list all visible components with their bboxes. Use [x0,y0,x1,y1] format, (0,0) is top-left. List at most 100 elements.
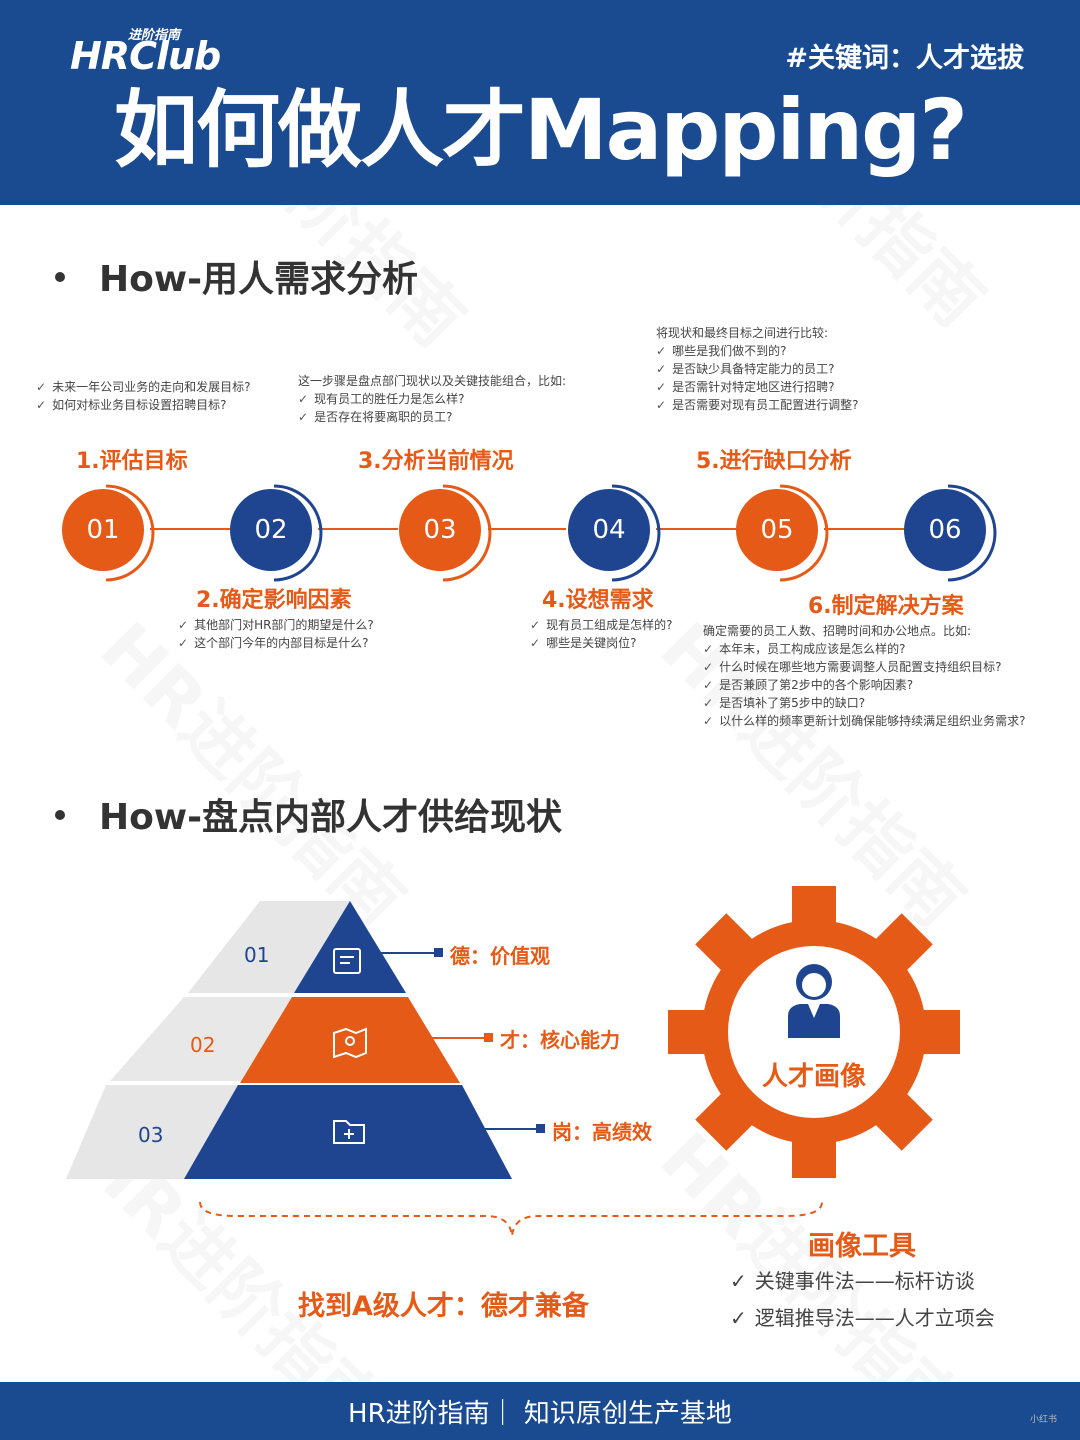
keyword-tag: #关键词：人才选拔 [785,43,1024,74]
leader-line [370,952,440,954]
step-number: 04 [568,489,650,571]
note-item: ✓哪些是关键岗位? [530,636,637,650]
step-connector [656,528,736,530]
note-item: ✓是否兼顾了第2步中的各个影响因素? [703,678,914,692]
pyramid-num-02: 02 [190,1033,216,1057]
check-icon: ✓ [656,380,667,394]
page-title: 如何做人才Mapping? [114,81,968,179]
check-icon: ✓ [298,392,309,406]
check-icon: ✓ [178,636,189,650]
note-item: ✓是否填补了第5步中的缺口? [703,696,866,710]
note-item: ✓哪些是我们做不到的? [656,344,787,358]
check-icon: ✓ [298,410,309,424]
note-item: ✓如何对标业务目标设置招聘目标? [36,398,227,412]
talent-pyramid [66,901,512,1179]
corner-watermark: 小红书 [1030,1415,1058,1425]
check-icon: ✓ [656,398,667,412]
pyramid-label-03: 岗：高绩效 [552,1120,652,1144]
step-ring [947,484,997,582]
step-label-04: 4.设想需求 [542,588,654,613]
section-title-text: How-盘点内部人才供给现状 [99,797,563,838]
check-icon: ✓ [703,678,714,692]
step-circle-04: 04 [562,483,662,583]
gear-label: 人才画像 [762,1062,867,1092]
note-item: ✓是否存在将要离职的员工? [298,410,453,424]
tool-item: ✓关键事件法——标杆访谈 [730,1269,975,1293]
check-icon: ✓ [656,362,667,376]
pyramid-label-01: 德：价值观 [450,944,550,968]
step-number: 05 [736,489,818,571]
check-icon: ✓ [36,398,47,412]
check-icon: ✓ [656,344,667,358]
leader-marker [536,1124,545,1133]
step-label-05: 5.进行缺口分析 [696,449,852,474]
leader-line [418,1037,490,1039]
section-title-supply: How-盘点内部人才供给现状 [55,788,562,840]
step-number: 02 [230,489,312,571]
step-connector [150,528,230,530]
check-icon: ✓ [703,714,714,728]
check-icon: ✓ [703,642,714,656]
note-item: ✓什么时候在哪些地方需要调整人员配置支持组织目标? [703,660,1002,674]
map-scroll-icon [333,948,361,974]
note-item: ✓现有员工组成是怎样的? [530,618,673,632]
check-icon: ✓ [703,696,714,710]
leader-line [470,1128,542,1130]
step-circle-03: 03 [393,483,493,583]
note-item: ✓是否需针对特定地区进行招聘? [656,380,835,394]
step-label-03: 3.分析当前情况 [358,449,514,474]
footer-banner: HR进阶指南｜ 知识原创生产基地 [0,1382,1080,1440]
note-item: ✓现有员工的胜任力是怎么样? [298,392,465,406]
check-icon: ✓ [530,618,541,632]
folder-plus-icon [333,1120,365,1144]
step-label-06: 6.制定解决方案 [808,594,964,619]
step-number: 06 [904,489,986,571]
step-circle-06: 06 [898,483,998,583]
note-item: ✓是否缺少具备特定能力的员工? [656,362,835,376]
gear-icon [668,886,960,1178]
check-icon: ✓ [530,636,541,650]
pyramid-num-01: 01 [244,943,270,967]
note-item: ✓是否需要对现有员工配置进行调整? [656,398,859,412]
check-icon: ✓ [178,618,189,632]
person-icon [788,964,840,1038]
step-ring [442,484,492,582]
step-connector [824,528,904,530]
map-pin-icon [333,1027,367,1059]
step-note-01: ✓未来一年公司业务的走向和发展目标? ✓如何对标业务目标设置招聘目标? [36,378,250,414]
note-item: ✓未来一年公司业务的走向和发展目标? [36,380,251,394]
step-circle-02: 02 [224,483,324,583]
leader-marker [484,1033,493,1042]
step-note-06: 确定需要的员工人数、招聘时间和办公地点。比如: ✓本年末，员工构成应该是怎么样的… [703,622,1025,730]
note-intro: 这一步骤是盘点部门现状以及关键技能组合，比如: [298,374,567,388]
tools-title: 画像工具 [808,1231,916,1262]
logo: HRClub [70,34,221,78]
logo-subtitle: 进阶指南 [128,28,181,43]
step-note-05: 将现状和最终目标之间进行比较: ✓哪些是我们做不到的? ✓是否缺少具备特定能力的… [656,324,858,414]
note-intro: 确定需要的员工人数、招聘时间和办公地点。比如: [703,624,972,638]
check-icon: ✓ [730,1306,747,1330]
step-number: 01 [62,489,144,571]
curly-brace [199,1201,823,1237]
check-icon: ✓ [36,380,47,394]
check-icon: ✓ [730,1269,747,1293]
bullet-dot [55,810,65,820]
note-item: ✓这个部门今年的内部目标是什么? [178,636,369,650]
step-note-02: ✓其他部门对HR部门的期望是什么? ✓这个部门今年的内部目标是什么? [178,616,374,652]
tool-item: ✓逻辑推导法——人才立项会 [730,1306,995,1330]
conclusion-text: 找到A级人才：德才兼备 [298,1291,589,1322]
note-intro: 将现状和最终目标之间进行比较: [656,326,829,340]
check-icon: ✓ [703,660,714,674]
pyramid-tier-2 [240,997,460,1083]
step-circle-01: 01 [56,483,156,583]
step-note-03: 这一步骤是盘点部门现状以及关键技能组合，比如: ✓现有员工的胜任力是怎么样? ✓… [298,372,566,426]
leader-marker [434,948,443,957]
step-connector [318,528,398,530]
pyramid-label-02: 才：核心能力 [500,1028,620,1052]
bullet-dot [55,272,65,282]
step-ring [611,484,661,582]
note-item: ✓以什么样的频率更新计划确保能够持续满足组织业务需求? [703,714,1026,728]
section-title-demand: How-用人需求分析 [55,250,418,302]
header-banner: 进阶指南 HRClub #关键词：人才选拔 如何做人才Mapping? [0,0,1080,205]
step-ring [105,484,155,582]
